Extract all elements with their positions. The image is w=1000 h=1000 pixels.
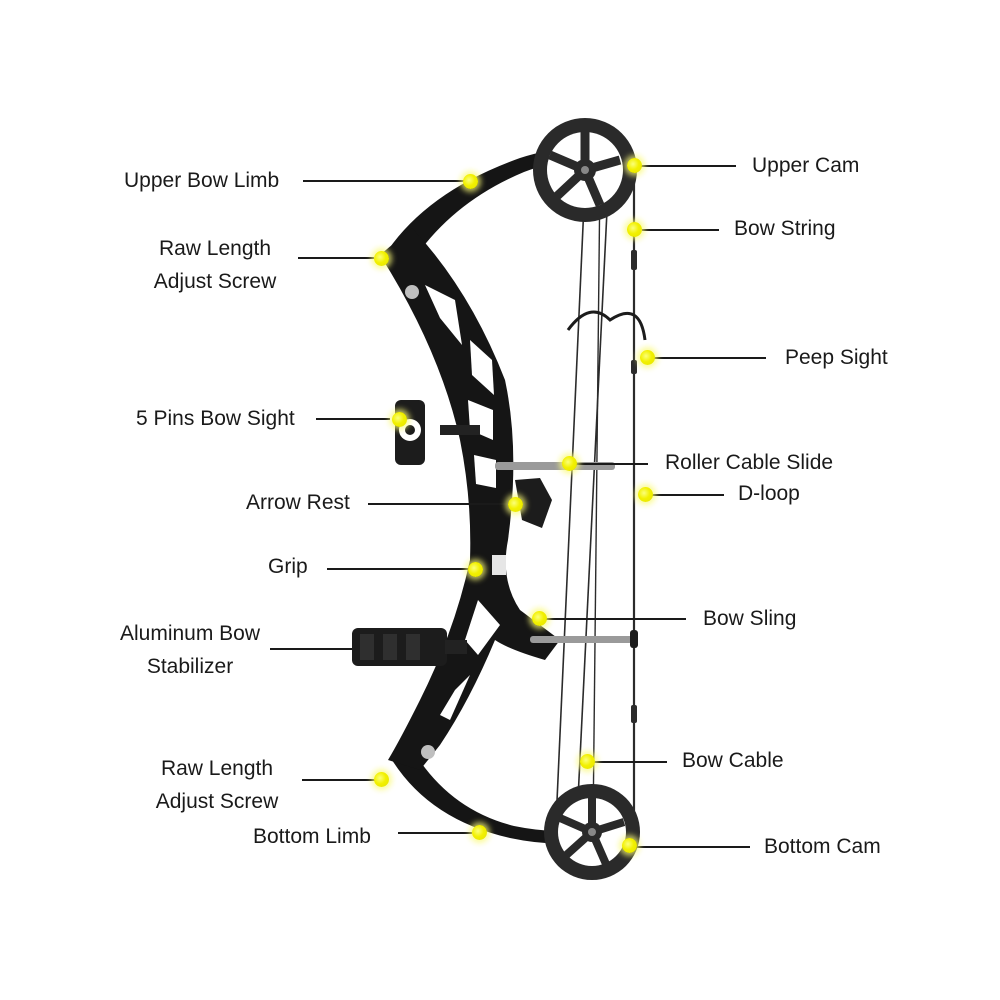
- label-bow-cable: Bow Cable: [682, 749, 784, 772]
- string-serving: [631, 250, 637, 723]
- marker-bow-sight: [392, 412, 407, 427]
- marker-bow-sling: [532, 611, 547, 626]
- leader-bottom-limb: [398, 832, 472, 834]
- leader-bow-string: [642, 229, 719, 231]
- marker-upper-cam: [627, 158, 642, 173]
- leader-upper-bow-limb: [303, 180, 468, 182]
- grip-logo: [492, 555, 506, 575]
- label-grip: Grip: [268, 555, 308, 578]
- marker-bow-cable: [580, 754, 595, 769]
- label-raw-length-bottom-line1: Raw Length: [160, 757, 274, 780]
- leader-stabilizer: [270, 648, 352, 650]
- leader-raw-length-bottom: [302, 779, 376, 781]
- marker-upper-bow-limb: [463, 174, 478, 189]
- marker-bottom-cam: [622, 838, 637, 853]
- label-bottom-cam: Bottom Cam: [764, 835, 881, 858]
- marker-arrow-rest: [508, 497, 523, 512]
- bow-sling-rod: [530, 636, 635, 643]
- label-stabilizer-line1: Aluminum Bow: [119, 622, 261, 645]
- leader-bottom-cam: [636, 846, 750, 848]
- bottom-screw: [421, 745, 435, 759]
- leader-peep-sight: [654, 357, 766, 359]
- leader-arrow-rest: [368, 503, 508, 505]
- leader-upper-cam: [641, 165, 736, 167]
- label-upper-bow-limb: Upper Bow Limb: [124, 169, 280, 192]
- label-raw-length-top-line2: Adjust Screw: [153, 270, 277, 293]
- label-roller-cable-slide: Roller Cable Slide: [665, 451, 834, 474]
- stabilizer-assembly: [352, 628, 467, 666]
- label-bow-sight: 5 Pins Bow Sight: [136, 407, 295, 430]
- label-bow-sling: Bow Sling: [703, 607, 797, 630]
- marker-bow-string: [627, 222, 642, 237]
- marker-bottom-limb: [472, 825, 487, 840]
- leader-grip: [327, 568, 471, 570]
- upper-cam-wheel: [533, 118, 637, 222]
- top-screw: [405, 285, 419, 299]
- bow-strings: [554, 149, 636, 861]
- label-stabilizer-line2: Stabilizer: [146, 655, 234, 678]
- label-raw-length-top-line1: Raw Length: [158, 237, 272, 260]
- leader-bow-sling: [545, 618, 686, 620]
- label-d-loop: D-loop: [738, 482, 800, 505]
- label-upper-cam: Upper Cam: [752, 154, 860, 177]
- label-raw-length-bottom-line2: Adjust Screw: [155, 790, 279, 813]
- peep-hook: [566, 310, 647, 341]
- leader-d-loop: [652, 494, 724, 496]
- marker-raw-length-top: [374, 251, 389, 266]
- label-bottom-limb: Bottom Limb: [253, 825, 371, 848]
- label-arrow-rest: Arrow Rest: [246, 491, 350, 514]
- marker-raw-length-bottom: [374, 772, 389, 787]
- riser: [380, 228, 560, 770]
- marker-roller-cable-slide: [562, 456, 577, 471]
- leader-bow-sight: [316, 418, 390, 420]
- bottom-cam-wheel: [544, 784, 640, 880]
- marker-peep-sight: [640, 350, 655, 365]
- label-bow-string: Bow String: [734, 217, 836, 240]
- marker-d-loop: [638, 487, 653, 502]
- marker-grip: [468, 562, 483, 577]
- arrow-rest-assembly: [515, 478, 552, 528]
- leader-raw-length-top: [298, 257, 374, 259]
- label-peep-sight: Peep Sight: [785, 346, 888, 369]
- leader-roller-cable-slide: [576, 463, 648, 465]
- leader-bow-cable: [593, 761, 667, 763]
